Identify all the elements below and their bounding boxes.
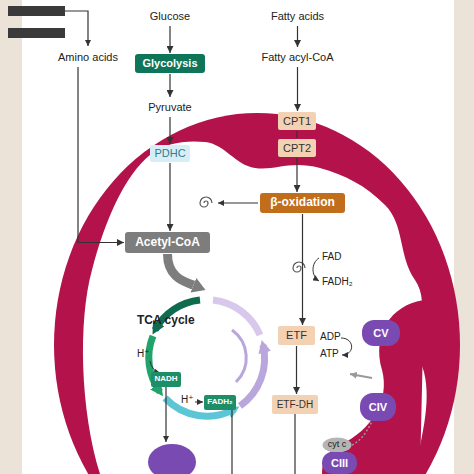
cofactor-box: FADH₂: [204, 395, 236, 410]
connector-arrow: [169, 117, 170, 144]
inner-cycle-arc: [232, 330, 246, 382]
node-text: TCA cycle: [137, 314, 195, 327]
enzyme-box: PDHC: [150, 145, 190, 162]
arrow-line: [231, 410, 232, 474]
connector-arrow: [297, 26, 298, 47]
metabolite-label: Pyruvate: [140, 98, 200, 116]
cofactor-box: NADH: [151, 372, 181, 387]
annotation-label: H⁺: [137, 348, 150, 359]
complex-i-shape: [148, 444, 196, 474]
node-text: Glucose: [150, 10, 190, 22]
node-text: NADH: [154, 375, 177, 384]
node-text: Amino acids: [58, 51, 118, 63]
complex-shape: CIII: [322, 452, 357, 474]
enzyme-box: CPT1: [278, 112, 316, 130]
cycle-arc: [240, 345, 265, 406]
node-text: Pyruvate: [148, 101, 191, 113]
metabolite-label: Fatty acyl-CoA: [250, 48, 345, 66]
mitochondrial-matrix: [83, 141, 427, 474]
connector-arrow: [78, 67, 124, 243]
arrow-line: [195, 402, 203, 403]
complex-shape: CIV: [360, 393, 396, 421]
leader-line: [65, 11, 88, 46]
arrow-line: [294, 414, 295, 474]
annotation-label: ATP: [320, 348, 339, 359]
node-text: β-oxidation: [270, 196, 335, 209]
annotation-label: FAD: [322, 251, 341, 262]
spiral-symbol: [293, 262, 305, 272]
connector-arrow: [296, 346, 297, 394]
annotation-label: ADP: [320, 331, 341, 342]
electron-path: [352, 421, 372, 445]
cell-border: [454, 0, 474, 474]
arrow-line: [165, 387, 166, 442]
redacted-bar: [8, 6, 65, 16]
arrow-line: [313, 258, 319, 281]
metabolite-box: Acetyl-CoA: [125, 232, 210, 253]
carrier-ellipse: cyt c: [322, 437, 352, 453]
node-text: PDHC: [154, 147, 185, 159]
node-text: CIV: [369, 401, 387, 413]
metabolite-label: Amino acids: [45, 48, 131, 66]
node-text: ETF-DH: [277, 399, 314, 410]
redacted-bar: [8, 28, 65, 38]
node-text: Glycolysis: [142, 57, 197, 69]
node-text: FADH₂: [207, 398, 232, 407]
node-text: CIII: [331, 457, 348, 469]
enzyme-box: ETF-DH: [272, 395, 318, 414]
node-text: Fatty acyl-CoA: [261, 51, 333, 63]
complex-shape: CV: [362, 320, 400, 346]
node-text: Fatty acids: [271, 10, 324, 22]
cycle-region: TCA cycleNADH FADH₂: [125, 288, 290, 423]
enzyme-box: ETF: [278, 326, 315, 345]
annotation-label: FADH₂: [322, 276, 353, 287]
enzyme-box: CPT2: [278, 139, 316, 157]
ellipse-fill: [323, 438, 352, 453]
outer-membrane: [54, 113, 460, 474]
flow-arrow: [168, 254, 194, 285]
cycle-arc: [213, 300, 260, 335]
node-text: CPT1: [283, 115, 311, 127]
node-text: CV: [373, 327, 388, 339]
arrow-line: [341, 338, 352, 355]
spiral-symbol: [200, 197, 212, 207]
pathway-box: β-oxidation: [260, 193, 345, 213]
arrow-line: [218, 202, 258, 203]
metabolite-label: Fatty acids: [260, 7, 335, 25]
connector-arrow: [169, 26, 170, 53]
connector-arrow: [297, 67, 298, 111]
connector-arrow: [302, 214, 303, 325]
connector-arrow: [169, 74, 170, 97]
crista-membrane: [322, 300, 424, 474]
annotation-label: H⁺: [181, 394, 194, 405]
connector-arrow: [169, 163, 170, 231]
cell-border: [0, 0, 22, 474]
pathway-box: Glycolysis: [135, 54, 205, 73]
connector-arrow: [296, 158, 297, 192]
node-text: CPT2: [283, 142, 311, 154]
arrow-line: [350, 374, 372, 378]
metabolite-label: Glucose: [135, 7, 205, 25]
connector-arrow: [296, 131, 297, 138]
node-text: ETF: [286, 329, 307, 341]
node-text: cyt c: [328, 440, 347, 450]
node-text: Acetyl-CoA: [135, 236, 200, 249]
